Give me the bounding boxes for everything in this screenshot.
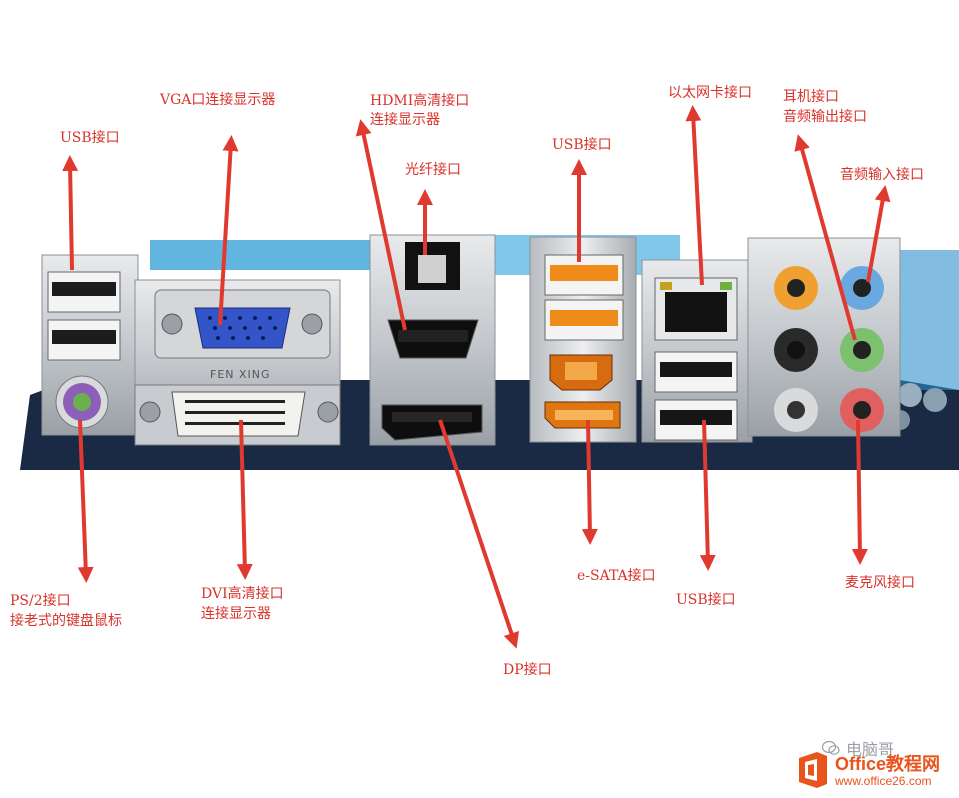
audio-jacks-block <box>747 237 901 437</box>
arrow-usb-right <box>699 419 716 571</box>
label-dvi-line1: DVI高清接口 <box>201 586 284 602</box>
wechat-account-name: 电脑哥 <box>846 740 895 759</box>
wechat-icon <box>822 740 840 755</box>
office-logo-icon <box>799 752 827 788</box>
label-headphone-line2: 音频输出接口 <box>783 109 867 125</box>
lan-usb-block <box>641 259 753 443</box>
label-dvi-line2: 连接显示器 <box>201 606 271 622</box>
label-headphone-line1: 耳机接口 <box>783 89 839 105</box>
label-esata: e-SATA接口 <box>577 568 656 584</box>
label-ps2-line2: 接老式的键盘鼠标 <box>10 613 122 629</box>
label-hdmi-line1: HDMI高清接口 <box>370 93 470 109</box>
arrow-esata <box>581 419 598 545</box>
vga-dvi-block <box>134 279 341 446</box>
office-url-text: www.office26.com <box>835 774 932 788</box>
label-audio-in: 音频输入接口 <box>840 167 924 183</box>
office-watermark: Office教程网 www.office26.com <box>795 748 957 794</box>
vga-stamp-text: FEN XING <box>210 368 271 381</box>
arrow-ps2 <box>77 419 94 583</box>
label-ps2-line1: PS/2接口 <box>10 593 71 609</box>
label-optical: 光纤接口 <box>405 162 461 178</box>
label-dp: DP接口 <box>503 662 552 678</box>
label-mic: 麦克风接口 <box>845 575 915 591</box>
arrow-hdmi <box>355 119 407 331</box>
label-usb-right: USB接口 <box>676 592 736 608</box>
label-usb-left: USB接口 <box>60 130 120 146</box>
arrow-audio-in <box>866 185 891 283</box>
wechat-watermark: 电脑哥 <box>822 736 942 760</box>
arrow-headphone <box>794 134 857 341</box>
arrow-dvi <box>236 419 253 580</box>
arrow-dp <box>438 419 520 649</box>
office-brand-text: Office教程网 <box>835 754 941 774</box>
label-ethernet: 以太网卡接口 <box>668 85 752 101</box>
label-usb-orange: USB接口 <box>552 137 612 153</box>
label-hdmi-line2: 连接显示器 <box>370 112 440 128</box>
usb-ps2-block <box>41 254 139 436</box>
arrow-mic <box>851 419 868 565</box>
hdmi-dp-block <box>369 234 496 446</box>
arrow-ethernet <box>685 105 704 286</box>
arrow-usb-left <box>62 155 79 271</box>
label-vga: VGA口连接显示器 <box>160 92 276 108</box>
orange-ports-block <box>529 236 637 443</box>
arrow-vga <box>218 135 239 326</box>
